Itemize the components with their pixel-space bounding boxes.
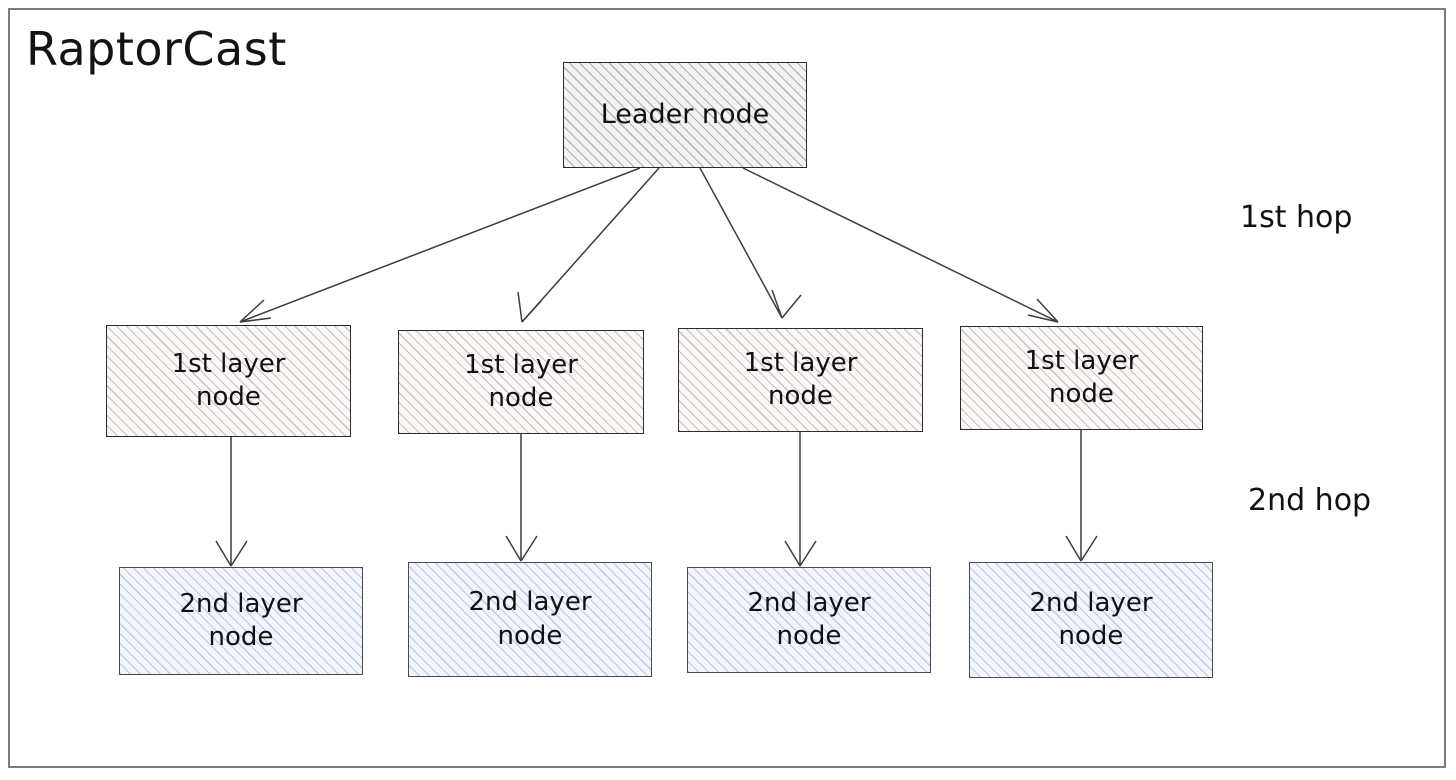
layer2-node-2[interactable]: 2nd layer node <box>408 562 652 677</box>
layer1-node-1[interactable]: 1st layer node <box>106 325 351 437</box>
hop-label-1st: 1st hop <box>1240 200 1353 235</box>
layer2-node-1[interactable]: 2nd layer node <box>119 567 363 675</box>
layer2-node-3[interactable]: 2nd layer node <box>687 567 931 673</box>
layer1-node-3[interactable]: 1st layer node <box>678 328 923 432</box>
hop-label-2nd: 2nd hop <box>1248 483 1372 518</box>
layer1-node-2[interactable]: 1st layer node <box>398 330 644 434</box>
layer2-node-4[interactable]: 2nd layer node <box>969 562 1213 678</box>
page-title: RaptorCast <box>26 22 287 76</box>
layer1-node-4[interactable]: 1st layer node <box>960 326 1203 430</box>
leader-node[interactable]: Leader node <box>563 62 807 168</box>
